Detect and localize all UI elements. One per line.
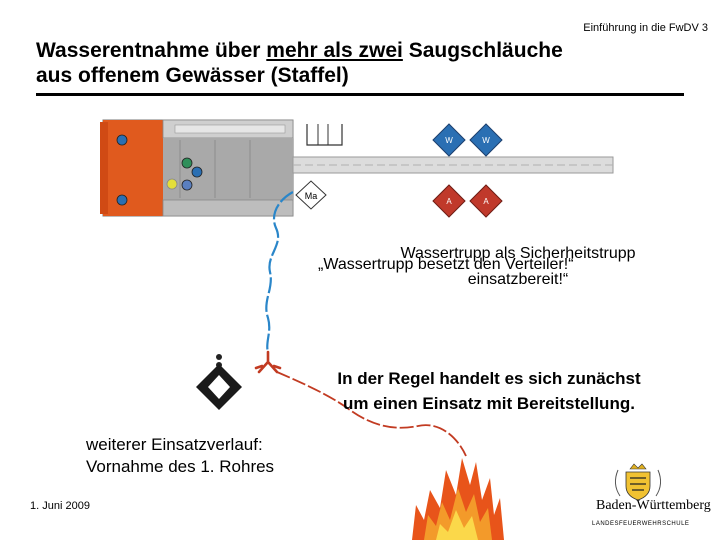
attack-troop-member-label: A — [483, 197, 489, 206]
page-title: Wasserentnahme über mehr als zwei Saugsc… — [36, 38, 686, 88]
note-standby-line-1: In der Regel handelt es sich zunächst — [337, 369, 641, 388]
title-part-1: Wasserentnahme über — [36, 39, 267, 62]
title-underlined: mehr als zwei — [266, 39, 403, 62]
distributor-icon — [254, 350, 282, 374]
title-line-2: aus offenem Gewässer (Staffel) — [36, 64, 349, 87]
next-steps-line-1: weiterer Einsatzverlauf: — [86, 435, 263, 454]
water-troop-markers: W W — [432, 123, 503, 157]
next-steps-line-2: Vornahme des 1. Rohres — [86, 457, 275, 476]
attack-troop-leader-label: A — [446, 197, 452, 206]
footer-date: 1. Juni 2009 — [30, 500, 90, 512]
coat-of-arms-icon — [614, 463, 662, 501]
note-safety-troop-line-2: einsatzbereit!“ — [467, 271, 569, 288]
vehicle-icon — [100, 119, 343, 217]
machinist-label: Ma — [305, 191, 318, 201]
attack-hose-red — [276, 371, 467, 457]
note-water-troop-distributor: „Wassertrupp besetzt den Verteiler!“ — [318, 256, 574, 273]
fire-icon — [412, 458, 504, 540]
title-part-2: Saugschläuche — [402, 39, 563, 62]
note-safety-troop-line-1: Wassertrupp als Sicherheitstrupp — [400, 245, 636, 262]
supply-hose-blue — [265, 191, 294, 353]
intake-strainer-icon — [196, 354, 242, 410]
machinist-marker: Ma — [295, 180, 327, 210]
water-troop-member-label: W — [482, 136, 490, 145]
suction-hose-line — [292, 156, 614, 174]
header-reference: Einführung in die FwDV 3 — [583, 22, 708, 34]
logo-name: Baden-Württemberg — [596, 498, 711, 513]
water-troop-leader-label: W — [445, 136, 453, 145]
attack-troop-markers: A A — [432, 184, 503, 218]
note-standby-line-2: um einen Einsatz mit Bereitstellung. — [343, 394, 635, 413]
next-steps: weiterer Einsatzverlauf: Vornahme des 1.… — [86, 434, 274, 478]
title-underline-rule — [36, 93, 684, 96]
logo-subtitle: LANDESFEUERWEHRSCHULE — [592, 521, 690, 527]
